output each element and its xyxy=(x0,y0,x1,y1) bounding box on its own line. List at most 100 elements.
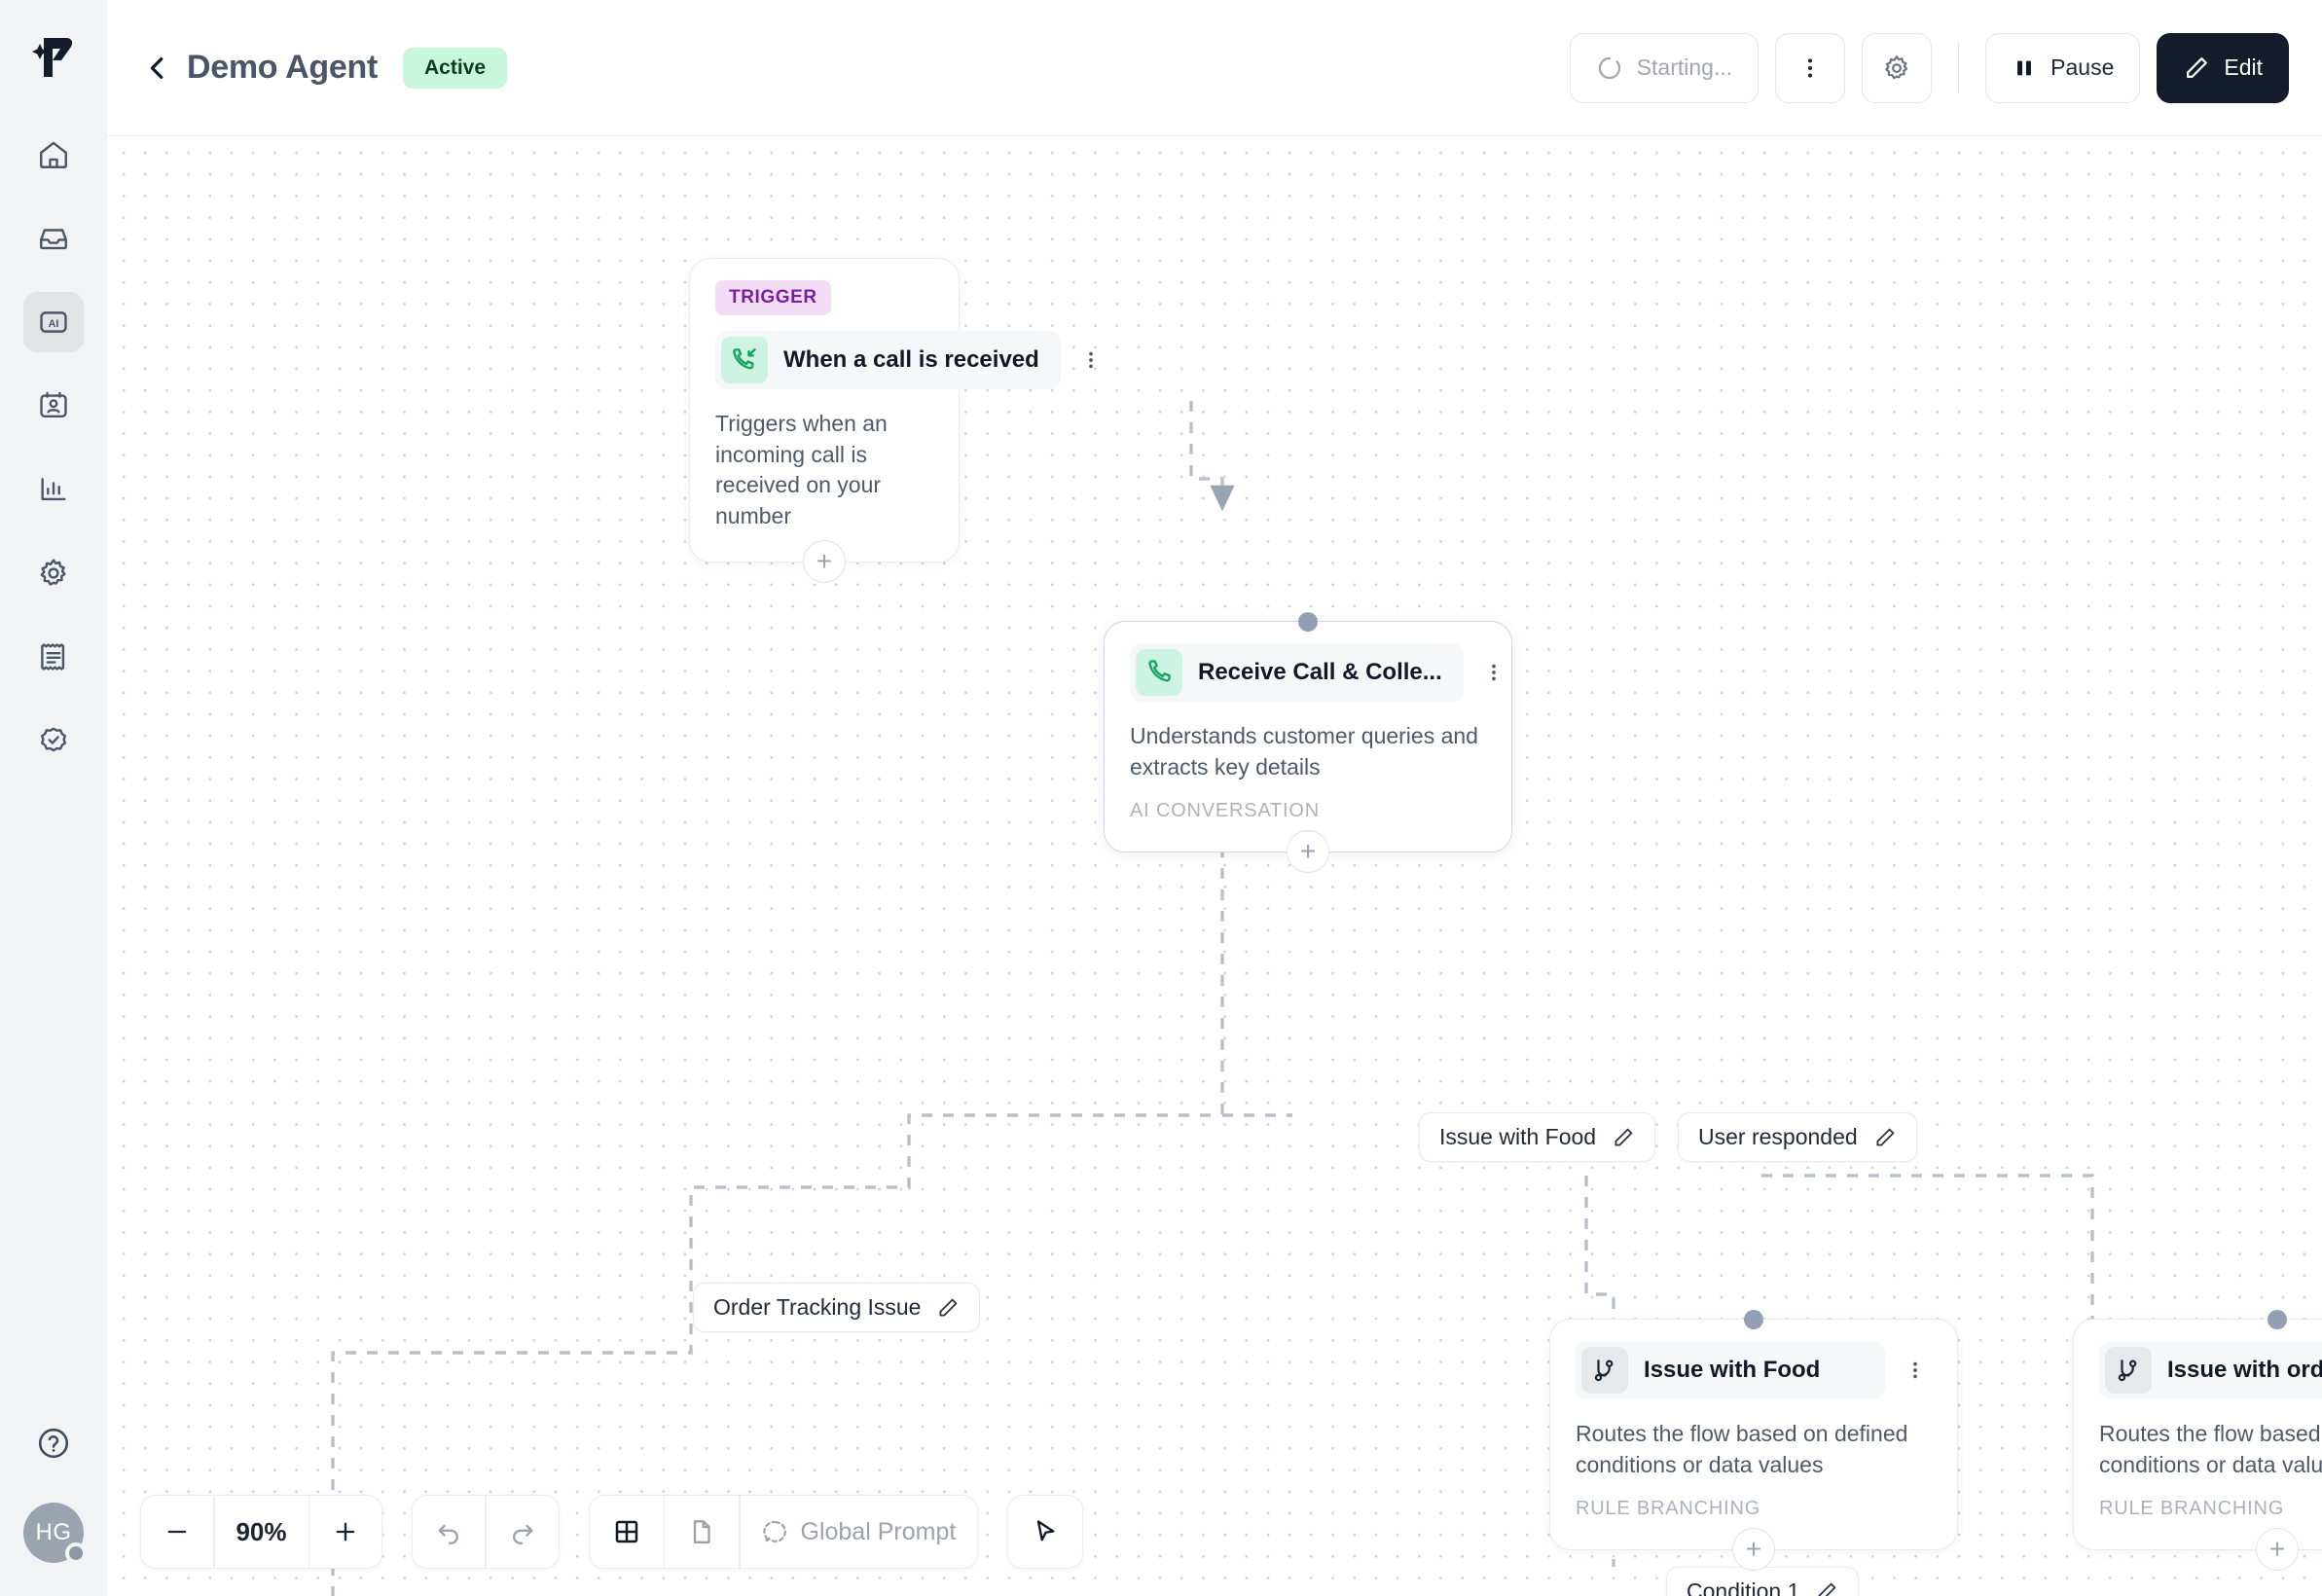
avatar-status-dot xyxy=(65,1542,87,1564)
flow-canvas[interactable]: TRIGGER When a call is received xyxy=(107,136,2322,1596)
node-input-port xyxy=(1298,612,1318,632)
node-header: Issue with order xyxy=(2099,1341,2322,1399)
badge-check-icon xyxy=(41,727,66,752)
add-node-button[interactable]: + xyxy=(1732,1528,1775,1572)
node-issue-with-food[interactable]: Issue with Food Routes the flow based on… xyxy=(1549,1310,1958,1572)
app-logo[interactable] xyxy=(24,27,83,88)
page-header: Demo Agent Active Starting... xyxy=(107,0,2322,136)
phone-icon xyxy=(1136,649,1182,696)
sidebar-item-settings[interactable] xyxy=(23,543,84,603)
sidebar-footer: HG xyxy=(23,1413,87,1596)
node-input-port xyxy=(1744,1310,1763,1329)
node-description: Routes the flow based on defined conditi… xyxy=(1576,1421,1908,1477)
edge-label-text: Order Tracking Issue xyxy=(713,1294,922,1320)
agent-status-label: Starting... xyxy=(1636,54,1733,80)
gear-icon xyxy=(40,559,66,586)
help-button[interactable] xyxy=(23,1413,84,1473)
sidebar-nav: AI xyxy=(23,125,84,771)
pause-button[interactable]: Pause xyxy=(1985,32,2141,103)
main-area: Demo Agent Active Starting... xyxy=(107,0,2322,1596)
redo-icon xyxy=(512,1524,532,1544)
edge-label-condition-1[interactable]: Condition 1 xyxy=(1666,1567,1860,1596)
undo-button[interactable] xyxy=(413,1496,485,1568)
back-button[interactable] xyxy=(134,45,181,91)
grid-layout-icon xyxy=(615,1520,637,1543)
edge-label-text: Condition 1 xyxy=(1687,1578,1800,1596)
edge-label-issue-with-food[interactable]: Issue with Food xyxy=(1419,1112,1656,1162)
add-node-button[interactable]: + xyxy=(803,539,846,583)
add-node-button[interactable]: + xyxy=(2256,1528,2299,1572)
sidebar-item-analytics[interactable] xyxy=(23,459,84,520)
help-circle-icon xyxy=(38,1428,69,1459)
left-sidebar: AI xyxy=(0,0,107,1596)
inbox-icon xyxy=(40,229,67,250)
pencil-icon xyxy=(2187,56,2208,78)
document-icon xyxy=(693,1520,710,1543)
edge-label-text: User responded xyxy=(1698,1124,1858,1149)
node-header: Issue with Food xyxy=(1576,1341,1932,1399)
agent-status-button[interactable]: Starting... xyxy=(1569,32,1760,103)
global-prompt-label: Global Prompt xyxy=(800,1517,957,1545)
edit-button[interactable]: Edit xyxy=(2157,32,2289,103)
edge-label-user-responded[interactable]: User responded xyxy=(1678,1112,1917,1162)
pencil-icon[interactable] xyxy=(1612,1126,1635,1149)
tools-group: Global Prompt xyxy=(588,1495,979,1569)
node-type-label: RULE BRANCHING xyxy=(1576,1498,1761,1520)
global-prompt-button[interactable]: Global Prompt xyxy=(741,1496,978,1568)
kebab-menu-icon xyxy=(1913,1361,1917,1379)
node-ai-conversation[interactable]: Receive Call & Colle... Understands cust… xyxy=(1104,612,1512,874)
sidebar-item-inbox[interactable] xyxy=(23,208,84,269)
edit-label: Edit xyxy=(2224,54,2263,80)
node-type-label: RULE BRANCHING xyxy=(2099,1498,2285,1520)
node-title: When a call is received xyxy=(783,346,1039,373)
node-description: Understands customer queries and extract… xyxy=(1130,723,1478,780)
kebab-menu-icon xyxy=(1808,57,1813,78)
node-title: Receive Call & Colle... xyxy=(1198,659,1442,685)
redo-button[interactable] xyxy=(487,1496,559,1568)
sidebar-item-billing[interactable] xyxy=(23,627,84,687)
node-menu-button[interactable] xyxy=(1074,339,1107,381)
pause-icon xyxy=(2017,60,2032,75)
plus-icon xyxy=(336,1522,355,1542)
svg-text:AI: AI xyxy=(49,318,59,330)
node-trigger[interactable]: TRIGGER When a call is received xyxy=(689,258,1093,583)
flow-edges xyxy=(331,401,2105,1596)
node-headbar: Receive Call & Colle... xyxy=(1130,643,1464,702)
sidebar-item-home[interactable] xyxy=(23,125,84,185)
node-menu-button[interactable] xyxy=(1899,1349,1932,1392)
pencil-icon[interactable] xyxy=(1815,1580,1838,1596)
pencil-icon[interactable] xyxy=(1873,1126,1897,1149)
header-divider xyxy=(1958,42,1960,93)
node-title: Issue with order xyxy=(2167,1357,2322,1383)
zoom-in-button[interactable] xyxy=(309,1496,381,1568)
pause-label: Pause xyxy=(2050,54,2115,80)
zoom-group: 90% xyxy=(140,1495,382,1569)
node-issue-with-order[interactable]: Issue with order Routes the flow based o… xyxy=(2073,1310,2322,1572)
incoming-call-icon xyxy=(721,337,768,383)
settings-button[interactable] xyxy=(1862,32,1933,103)
page-title: Demo Agent xyxy=(187,49,378,86)
auto-layout-button[interactable] xyxy=(590,1496,664,1568)
sidebar-item-ai[interactable]: AI xyxy=(23,292,84,352)
dashed-circle-icon xyxy=(762,1520,786,1545)
zoom-level[interactable]: 90% xyxy=(236,1516,287,1546)
bar-chart-icon xyxy=(41,478,66,501)
sidebar-item-contacts[interactable] xyxy=(23,376,84,436)
receipt-icon xyxy=(41,643,65,671)
node-menu-button[interactable] xyxy=(1477,651,1510,694)
ai-icon: AI xyxy=(40,311,67,333)
page-button[interactable] xyxy=(665,1496,739,1568)
spinner-icon xyxy=(1598,56,1620,79)
avatar-initials: HG xyxy=(35,1519,72,1545)
edge-label-order-tracking-issue[interactable]: Order Tracking Issue xyxy=(693,1283,981,1332)
sidebar-item-verified[interactable] xyxy=(23,710,84,771)
pencil-icon[interactable] xyxy=(936,1296,960,1320)
more-options-button[interactable] xyxy=(1775,32,1846,103)
zoom-out-button[interactable] xyxy=(141,1496,213,1568)
avatar[interactable]: HG xyxy=(23,1503,87,1564)
pointer-group xyxy=(1007,1495,1084,1569)
history-group xyxy=(412,1495,560,1569)
add-node-button[interactable]: + xyxy=(1287,830,1329,874)
pointer-tool-button[interactable] xyxy=(1008,1496,1082,1568)
